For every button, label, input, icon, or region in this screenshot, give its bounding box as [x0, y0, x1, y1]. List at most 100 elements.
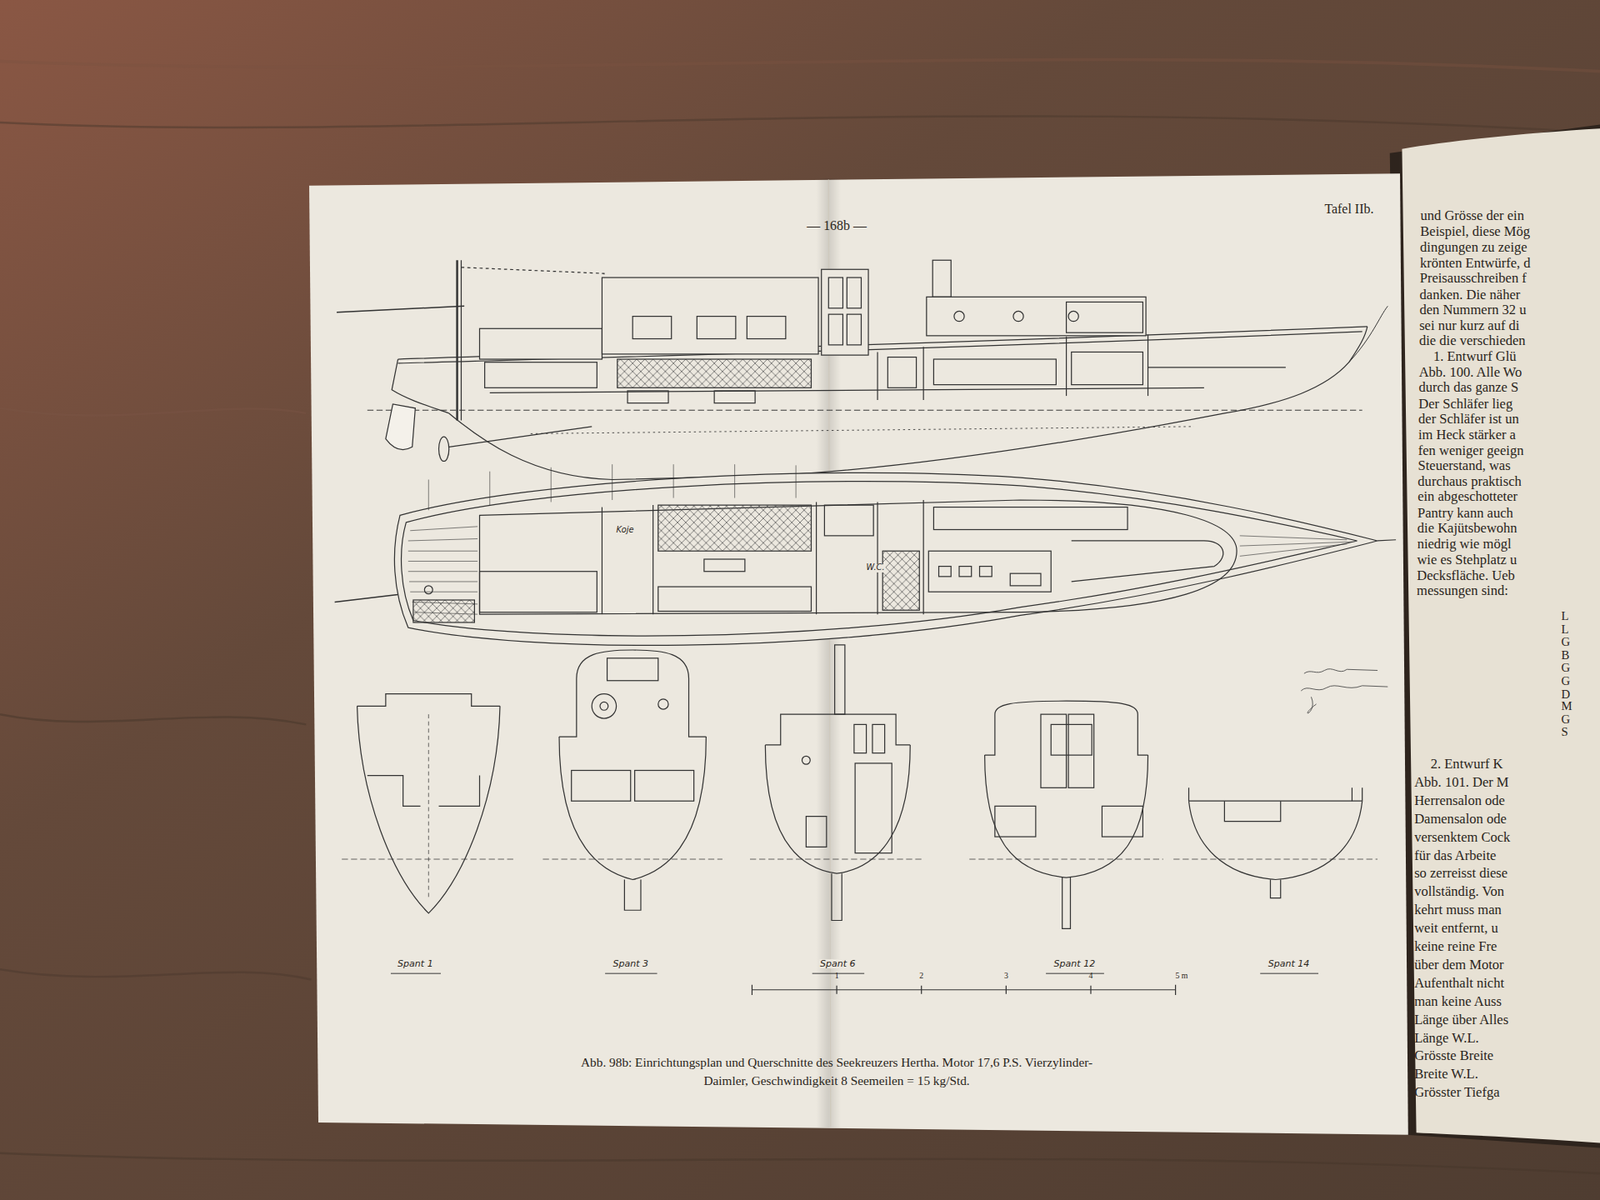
- section-frame-3: [542, 859, 723, 860]
- profile-view: [449, 326, 1368, 480]
- figure-caption: Abb. 98b: Einrichtungsplan und Querschni…: [560, 1053, 1112, 1090]
- signature: [1307, 696, 1317, 713]
- profile-view: [398, 326, 1368, 360]
- body-text-line: der Schläfer ist un: [1418, 412, 1520, 427]
- profile-view: [714, 390, 755, 404]
- section-frame-1: [341, 859, 515, 860]
- profile-view: [367, 410, 1363, 411]
- plan-view: [923, 500, 925, 615]
- profile-view: [887, 357, 916, 389]
- section-frame-3: [591, 694, 616, 719]
- plan-view: [424, 585, 433, 595]
- body-text-line: sei nur kurz auf di: [1419, 318, 1520, 333]
- body-text-line: L: [1560, 623, 1569, 636]
- body-text-line: G: [1560, 674, 1570, 687]
- section-frame-6: [854, 724, 867, 753]
- section-frame-12: [969, 859, 1164, 860]
- section-label: Spant 3: [611, 959, 650, 970]
- body-text-line: Damensalon ode: [1414, 811, 1507, 826]
- profile-view: [828, 314, 843, 345]
- body-text-line: man keine Auss: [1414, 994, 1502, 1009]
- scale-bar: [751, 985, 1175, 995]
- plan-view: [480, 571, 598, 613]
- body-text-line: Pantry kann auch: [1417, 505, 1514, 520]
- profile-view: [954, 310, 965, 321]
- section-underlines: [1260, 973, 1319, 975]
- profile-view: [480, 328, 603, 360]
- body-text-line: die Kajütsbewohn: [1417, 521, 1518, 536]
- profile-view: [336, 305, 465, 312]
- profile-view: [601, 277, 819, 355]
- plan-view: [658, 586, 812, 611]
- plan-view: [1240, 535, 1353, 556]
- scale-number: 4: [1089, 972, 1094, 981]
- section-underlines: [1045, 973, 1105, 975]
- body-text-line: Decksfläche. Ueb: [1416, 568, 1515, 583]
- body-text-line: so zerreisst diese: [1414, 866, 1508, 881]
- scale-bar: [751, 989, 1175, 990]
- section-frame-12: [995, 805, 1036, 837]
- plan-view: [1377, 540, 1396, 541]
- section-frame-3: [607, 658, 659, 681]
- profile-view: [530, 426, 1195, 435]
- body-text-line: Länge über Alles: [1414, 1012, 1509, 1027]
- profile-view: [876, 351, 878, 400]
- cross-sections: [341, 645, 1378, 974]
- section-frame-1: [367, 775, 480, 807]
- section-frame-12: [1062, 877, 1071, 929]
- section-frame-6: [765, 714, 910, 745]
- profile-view: [933, 359, 1056, 385]
- body-text-line: 2. Entwurf K: [1430, 757, 1504, 772]
- profile-view: [1068, 310, 1079, 321]
- profile-view: [696, 316, 736, 340]
- plan-view: [658, 505, 812, 551]
- body-text-line: durch das ganze S: [1418, 380, 1519, 395]
- body-text-line: Abb. 101. Der M: [1414, 775, 1509, 790]
- plan-view: [1010, 573, 1041, 586]
- profile-view: [1148, 366, 1286, 368]
- section-frame-12: [1068, 714, 1095, 788]
- body-text-line: vollständig. Von: [1414, 885, 1505, 900]
- plan-view: [959, 566, 972, 577]
- profile-view: [449, 426, 592, 447]
- section-label: Spant 6: [819, 959, 857, 970]
- scale-number: 3: [1004, 972, 1009, 981]
- profile-view: [460, 260, 462, 420]
- body-text-line: Preisausschreiben f: [1420, 271, 1527, 286]
- section-frame-3: [559, 650, 706, 737]
- plan-view: [480, 500, 1238, 615]
- section-frame-12: [1050, 724, 1092, 755]
- plan-view: [933, 507, 1128, 530]
- body-text-line: krönten Entwürfe, d: [1420, 255, 1531, 270]
- plan-view: [335, 594, 404, 603]
- plate-number: Tafel IIb.: [1324, 201, 1374, 216]
- profile-view: [821, 269, 869, 355]
- room-label: W.C.: [865, 564, 885, 573]
- section-underlines: [390, 973, 441, 975]
- section-frame-3: [571, 770, 631, 801]
- body-text-line: versenktem Cock: [1414, 830, 1510, 845]
- section-frame-14: [1189, 800, 1363, 802]
- body-text-line: dingungen zu zeige: [1420, 240, 1528, 255]
- section-frame-14: [1189, 787, 1363, 801]
- profile-view: [1066, 301, 1144, 333]
- body-text-line: weit entfernt, u: [1414, 921, 1499, 936]
- section-label: Spant 12: [1052, 959, 1096, 970]
- body-text-line: Beispiel, diese Mög: [1420, 225, 1530, 240]
- body-text-line: Abb. 100. Alle Wo: [1419, 365, 1523, 380]
- body-text-line: Aufenthalt nicht: [1414, 976, 1505, 991]
- body-text-line: S: [1560, 725, 1568, 739]
- body-text-line: den Nummern 32 u: [1419, 302, 1526, 317]
- profile-view: [1065, 336, 1067, 396]
- body-text-line: M: [1560, 700, 1572, 713]
- body-text-line: Herrensalon ode: [1414, 793, 1505, 808]
- section-frame-14: [1173, 787, 1378, 898]
- section-frame-6: [750, 859, 924, 860]
- profile-view: [1071, 351, 1144, 385]
- foldout-sheet: [309, 173, 1409, 1135]
- section-label: Spant 1: [396, 959, 435, 970]
- profile-view: [926, 296, 1146, 336]
- section-underlines: [605, 973, 657, 975]
